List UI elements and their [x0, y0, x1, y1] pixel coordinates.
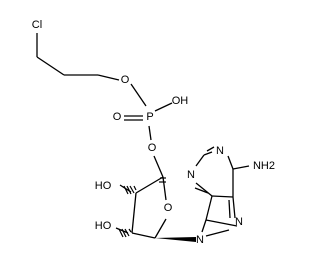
bond-c-c	[36, 56, 65, 76]
atom-cl: Cl	[32, 19, 42, 31]
hashed-bond-c4	[159, 177, 166, 183]
bond-c2-n1-b	[206, 146, 215, 152]
bond-c2-n1	[203, 151, 213, 156]
bond-n7-c5	[232, 196, 236, 219]
bond-o-p	[130, 83, 147, 107]
bond-n3-c2	[195, 154, 205, 167]
wedge-bond-c1-n9	[155, 237, 196, 242]
bond-c2-oh	[115, 227, 129, 234]
atom-oh-p: OH	[172, 95, 189, 107]
atom-n3: N	[187, 169, 195, 181]
hashed-bond-c3-oh	[123, 185, 137, 195]
bond-c8-n7-a	[205, 219, 238, 227]
atom-o-ester2: O	[148, 142, 157, 154]
bond-c4-c5	[205, 195, 213, 221]
bond-n9-c4	[205, 229, 230, 237]
atom-o-ester1: O	[121, 74, 130, 86]
bond-c1-c2	[131, 232, 156, 239]
bond-p-o-ester2	[148, 125, 152, 141]
bond-n1-c6	[227, 155, 234, 170]
atom-o-ring: O	[164, 202, 173, 214]
atom-n7: N	[235, 216, 243, 228]
bond-c3-oh	[119, 184, 132, 193]
bond-c2-c3	[131, 192, 137, 234]
atom-oh-c3: HO	[95, 180, 112, 192]
atom-n1: N	[216, 145, 224, 157]
bond-c5-c4-b	[211, 195, 234, 198]
atom-oh-c2: HO	[95, 220, 112, 232]
bond-c-o-ester1	[97, 74, 120, 81]
atom-nh2: NH2	[253, 160, 275, 172]
bond-c4-n3	[195, 182, 213, 197]
atom-p: P	[146, 111, 153, 123]
bond-c4-n3-b	[194, 187, 209, 194]
bond-o-c5prime	[153, 155, 164, 178]
bond-p-oh	[154, 102, 173, 112]
atom-o-double: O	[113, 111, 122, 123]
atom-n9: N	[196, 234, 204, 246]
bond-n7-c5-b	[228, 199, 231, 219]
molecule-structure-diagram: Cl O P O OH O HO HO O N N N N NH2	[32, 19, 275, 246]
bond-c6-nh2	[232, 165, 250, 170]
bond-c3-c4	[135, 176, 164, 194]
bond-n9-c8	[201, 219, 207, 233]
bond-o-ring-c1	[154, 218, 167, 239]
bond-c4-o-ring	[162, 176, 167, 201]
